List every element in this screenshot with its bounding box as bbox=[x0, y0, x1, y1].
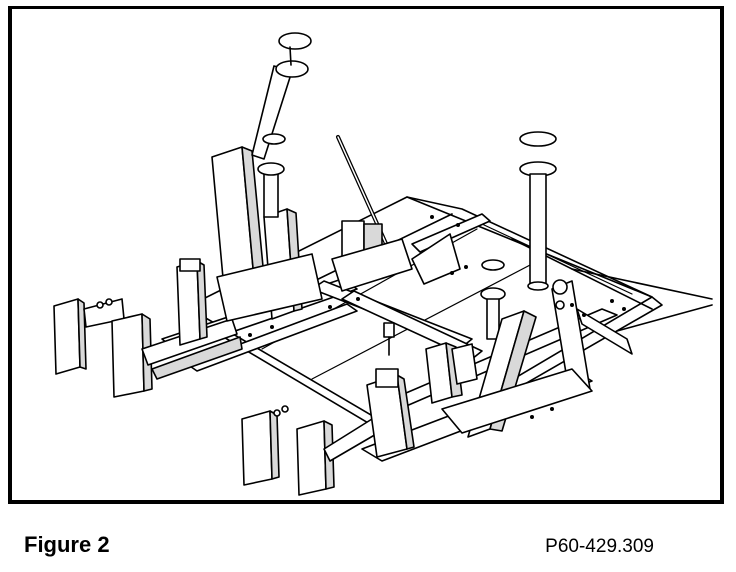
left-post-short bbox=[257, 162, 285, 218]
figure-label: Figure 2 bbox=[24, 532, 110, 557]
frame-diagram bbox=[53, 32, 713, 496]
front-left-bracket bbox=[53, 298, 243, 398]
center-pin bbox=[383, 322, 395, 356]
rear-left-bracket bbox=[241, 405, 379, 496]
figure-reference: P60-429.309 bbox=[545, 536, 654, 557]
front-right-bracket bbox=[366, 368, 415, 458]
right-tower bbox=[441, 279, 633, 438]
mounting-holes bbox=[248, 215, 626, 419]
left-tower bbox=[176, 146, 323, 346]
center-block bbox=[425, 342, 478, 404]
figure-frame bbox=[8, 6, 724, 504]
right-post-tall bbox=[519, 131, 557, 291]
center-lever bbox=[331, 135, 461, 292]
right-post-short bbox=[480, 259, 506, 340]
left-post-tall bbox=[251, 32, 312, 160]
